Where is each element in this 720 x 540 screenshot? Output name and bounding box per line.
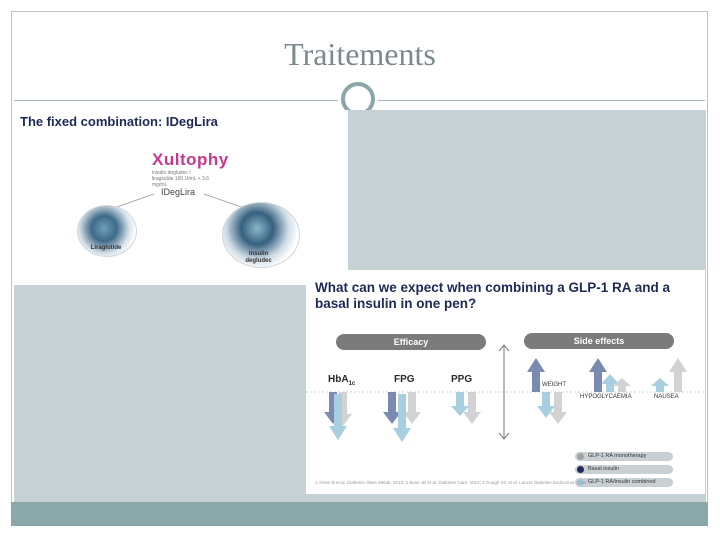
liraglutide-label: Liraglutide [90, 245, 122, 251]
figure2-question: What can we expect when combining a GLP-… [315, 280, 671, 311]
references: 1 Ahren B et al. Diabetes Obes Metab. 20… [315, 480, 587, 485]
side-effects-pill: Side effects [524, 333, 674, 349]
slide-title: Traitements [284, 36, 436, 72]
xultophy-subtitle: insulin degludec / liraglutide 100 U/mL … [152, 170, 209, 188]
liraglutide-molecule-icon [77, 205, 137, 257]
nausea-label: NAUSEA [654, 394, 679, 400]
fpg-label: FPG [394, 374, 415, 385]
legend-dot-icon [577, 466, 584, 473]
connector-lines [113, 193, 251, 211]
legend-dot-icon [577, 479, 584, 486]
title-rule-left [14, 100, 338, 101]
hba1c-label: HbA1c [328, 374, 356, 387]
figure1-heading: The fixed combination: IDegLira [20, 114, 218, 129]
ppg-label: PPG [451, 374, 473, 385]
legend-glp1: GLP-1 RA monotherapy [575, 452, 673, 461]
ideglira-label: IDegLira [161, 187, 196, 197]
ideglira-figure: The fixed combination: IDegLira Xultophy… [14, 110, 348, 285]
weight-label: WEIGHT [542, 382, 566, 388]
hypoglycaemia-label: HYPOGLYCAEMIA [580, 394, 632, 400]
degludec-label: Insulin degludec [245, 251, 272, 264]
legend-combined: GLP-1 RA/insulin combined [575, 478, 673, 487]
legend-basal: Basal insulin [575, 465, 673, 474]
footer-bar [11, 502, 708, 526]
xultophy-logo: Xultophy [152, 150, 229, 169]
legend-dot-icon [577, 453, 584, 460]
title-rule-right [378, 100, 705, 101]
degludec-molecule-icon [222, 202, 300, 268]
combination-figure: What can we expect when combining a GLP-… [306, 270, 705, 494]
effect-arrows [306, 344, 705, 442]
efficacy-pill: Efficacy [336, 334, 486, 350]
